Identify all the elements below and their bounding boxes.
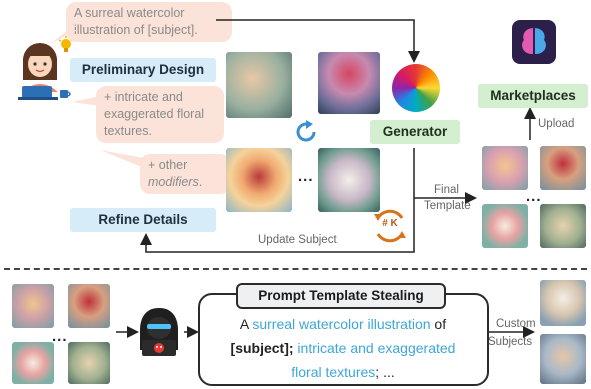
modifier-bubble-2-tail [100,150,144,168]
bottom-flow-arrows [116,326,535,338]
custom-image-2 [540,334,586,384]
generator-label: Generator [370,120,460,144]
color-wheel-icon [392,64,440,112]
custom-label: Custom [496,318,536,330]
marketplaces-label: Marketplaces [478,84,588,108]
stolen-image-1 [12,284,54,328]
modifier-bubble-2: + other modifiers. [140,154,230,194]
modifier-bubble-1-text: + intricate and exaggerated floral textu… [104,90,205,138]
stolen-text-7: ; ... [375,364,395,380]
refine-details-label: Refine Details [70,208,216,232]
modifier-bubble-2-text: + other [148,158,188,172]
stolen-text-3: of [430,316,447,332]
hashk-cycle-icon [374,209,406,243]
modifier-bubble-1: + intricate and exaggerated floral textu… [96,86,224,143]
stolen-prompt-text: A surreal watercolor illustration of [su… [206,312,480,384]
section-divider [4,268,587,270]
final-image-3 [482,204,528,248]
prompt-stealing-title: Prompt Template Stealing [236,283,446,309]
art-key-image [226,52,292,118]
top-flow-arrows [140,19,536,253]
upload-label: Upload [538,118,575,130]
laptop-icon [22,86,52,98]
art-birdcage-image [318,148,380,212]
final-label: Final [434,184,459,196]
hashk-label: # K [382,218,398,229]
stolen-text-2: surreal watercolor illustration [252,316,431,332]
stolen-text-6: floral textures [291,364,376,380]
update-subject-label: Update Subject [258,234,337,246]
stolen-text-4: [subject]; [230,340,294,356]
hacker-icon [140,308,178,356]
stolen-text-5: intricate and exaggerated [293,340,456,356]
subjects-label: Subjects [488,336,533,348]
final-ellipsis: ... [526,188,542,205]
stolen-ellipsis: ... [52,328,68,345]
coffee-cup-icon [60,90,68,98]
art-flower-image [226,148,292,212]
stolen-image-4 [68,342,110,384]
refresh-icon [296,120,316,142]
prompt-bubble-tail [50,30,78,44]
art-umbrella-image [318,52,380,114]
prompt-bubble: A surreal watercolor illustration of [su… [66,2,232,42]
art-ellipsis: ... [298,168,314,185]
modifier-bubble-2-end: . [198,175,203,189]
prompt-bubble-text: A surreal watercolor illustration of [su… [74,6,198,37]
stolen-image-3 [12,342,54,384]
modifier-bubble-1-tail [72,96,100,106]
template-label: Template [424,200,471,212]
stolen-image-2 [68,284,110,328]
ai-brain-logo-icon [512,20,556,64]
designer-avatar-icon [18,43,71,100]
final-image-1 [482,146,528,190]
stolen-text-1: A [239,316,253,332]
final-image-4 [540,204,586,248]
custom-image-1 [540,280,586,326]
final-image-2 [540,146,586,190]
preliminary-design-label: Preliminary Design [70,58,216,82]
modifier-bubble-2-italic: modifiers [148,175,199,189]
